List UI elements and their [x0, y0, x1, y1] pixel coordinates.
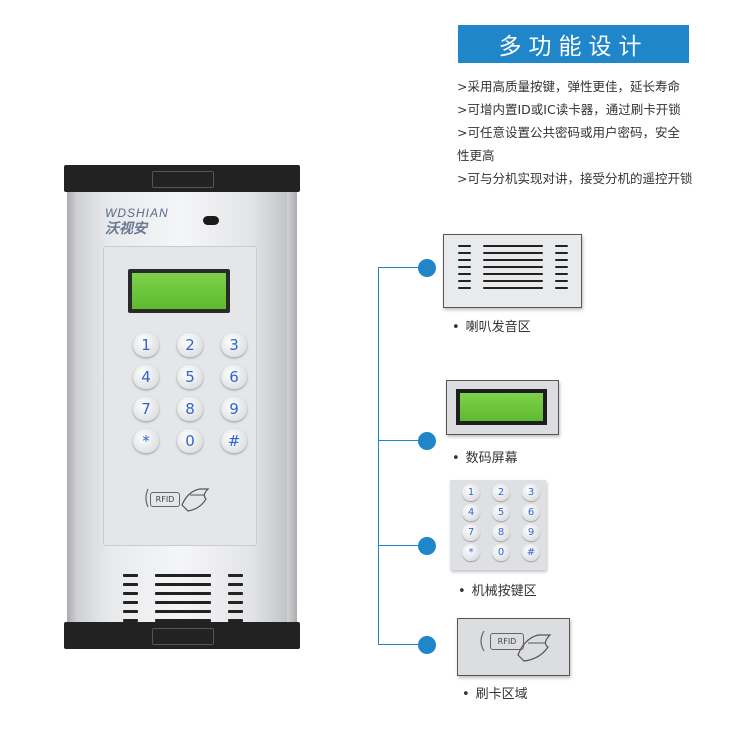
mini-key-2: 2 — [492, 484, 510, 501]
panel-side-strip — [67, 192, 77, 622]
key-1[interactable]: 1 — [133, 333, 159, 357]
mini-key-8: 8 — [492, 524, 510, 541]
lcd-display — [132, 273, 226, 309]
cap-notch — [152, 171, 214, 188]
connector-dot — [418, 636, 436, 654]
bullet: • — [452, 451, 460, 466]
speaker-detail-image — [443, 234, 582, 308]
card-label: • 刷卡区域 — [462, 683, 528, 702]
mini-key-star: * — [462, 544, 480, 561]
panel-bottom-cap — [64, 622, 300, 649]
camera-lens — [203, 216, 219, 225]
lcd-screen — [128, 269, 230, 313]
bullet: • — [462, 687, 470, 702]
mini-key-6: 6 — [522, 504, 540, 521]
mini-key-1: 1 — [462, 484, 480, 501]
key-star[interactable]: * — [133, 429, 159, 453]
speaker-grille — [123, 574, 243, 622]
feature-list: >采用高质量按键，弹性更佳，延长寿命 >可增内置ID或IC读卡器，通过刷卡开锁 … — [457, 75, 727, 190]
connector-branch — [378, 545, 423, 546]
key-3[interactable]: 3 — [221, 333, 247, 357]
intercom-panel: WDSHIAN 沃视安 1 2 3 4 5 6 7 8 9 * 0 # RFID — [64, 165, 300, 650]
key-hash[interactable]: # — [221, 429, 247, 453]
speaker-label: • 喇叭发音区 — [452, 316, 531, 335]
feature-item: >可增内置ID或IC读卡器，通过刷卡开锁 — [457, 102, 681, 117]
key-4[interactable]: 4 — [133, 365, 159, 389]
feature-banner: 多功能设计 — [458, 25, 689, 63]
panel-side-strip — [287, 192, 297, 622]
keypad: 1 2 3 4 5 6 7 8 9 * 0 # — [124, 333, 256, 453]
mini-key-hash: # — [522, 544, 540, 561]
mini-key-3: 3 — [522, 484, 540, 501]
connector-dot — [418, 537, 436, 555]
banner-title: 多功能设计 — [498, 34, 649, 60]
connector-branch — [378, 644, 423, 645]
cap-notch — [152, 628, 214, 645]
connector-dot — [418, 259, 436, 277]
keypad-label-text: 机械按键区 — [471, 584, 537, 599]
mini-key-0: 0 — [492, 544, 510, 561]
connector-dot — [418, 432, 436, 450]
mini-rfid-icon: RFID — [490, 633, 524, 650]
brand-name-en: WDSHIAN — [105, 206, 169, 220]
mini-hand-icon — [480, 630, 552, 662]
feature-item: >可与分机实现对讲，接受分机的遥控开锁 — [457, 171, 693, 186]
mini-key-7: 7 — [462, 524, 480, 541]
rfid-card-icon: RFID — [150, 492, 180, 507]
bullet: • — [458, 584, 466, 599]
card-label-text: 刷卡区域 — [475, 687, 528, 702]
brand-logo: WDSHIAN 沃视安 — [105, 206, 169, 238]
connector-line — [378, 267, 379, 645]
hand-icon — [145, 488, 210, 512]
card-detail-image: RFID — [457, 618, 570, 676]
feature-item: >采用高质量按键，弹性更佳，延长寿命 — [457, 79, 680, 94]
feature-item: 性更高 — [457, 148, 495, 163]
keypad-label: • 机械按键区 — [458, 580, 537, 599]
mini-key-4: 4 — [462, 504, 480, 521]
control-plate: 1 2 3 4 5 6 7 8 9 * 0 # RFID — [103, 246, 257, 546]
key-6[interactable]: 6 — [221, 365, 247, 389]
key-7[interactable]: 7 — [133, 397, 159, 421]
mini-key-5: 5 — [492, 504, 510, 521]
keypad-detail-image: 1 2 3 4 5 6 7 8 9 * 0 # — [450, 480, 546, 570]
mini-key-9: 9 — [522, 524, 540, 541]
speaker-label-text: 喇叭发音区 — [465, 320, 531, 335]
panel-body: WDSHIAN 沃视安 1 2 3 4 5 6 7 8 9 * 0 # RFID — [67, 192, 297, 622]
connector-branch — [378, 267, 423, 268]
key-8[interactable]: 8 — [177, 397, 203, 421]
key-9[interactable]: 9 — [221, 397, 247, 421]
panel-top-cap — [64, 165, 300, 192]
rfid-reader[interactable]: RFID — [144, 481, 214, 515]
brand-name-cn: 沃视安 — [105, 221, 147, 237]
key-2[interactable]: 2 — [177, 333, 203, 357]
key-0[interactable]: 0 — [177, 429, 203, 453]
bullet: • — [452, 320, 460, 335]
key-5[interactable]: 5 — [177, 365, 203, 389]
screen-label: • 数码屏幕 — [452, 447, 518, 466]
screen-detail-image — [446, 380, 559, 435]
screen-label-text: 数码屏幕 — [465, 451, 518, 466]
connector-branch — [378, 440, 423, 441]
feature-item: >可任意设置公共密码或用户密码，安全 — [457, 125, 680, 140]
